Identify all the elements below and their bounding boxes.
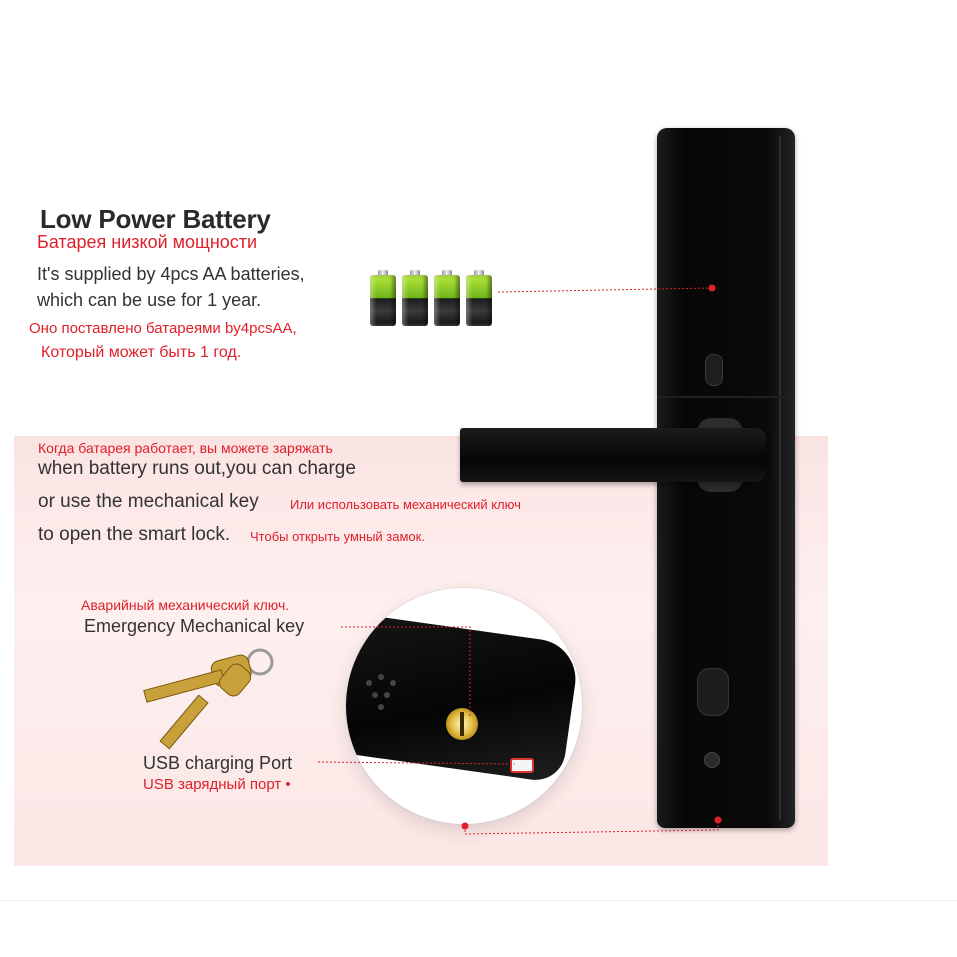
keyhole-icon <box>446 708 478 740</box>
title-en: Low Power Battery <box>40 204 271 234</box>
battery-icon <box>402 270 428 326</box>
battery-icon <box>466 270 492 326</box>
divider <box>0 900 957 901</box>
charge-ru-line3: Чтобы открыть умный замок. <box>250 529 425 544</box>
charge-ru-line1: Когда батарея работает, вы можете заряжа… <box>38 440 333 456</box>
key-label-ru: Аварийный механический ключ. <box>81 597 290 613</box>
usb-port-icon <box>510 758 534 773</box>
battery-desc-ru-line1: Оно поставлено батареями by4pcsAA, <box>29 320 297 337</box>
charge-en-line3: to open the smart lock. <box>38 524 231 545</box>
battery-desc-ru-line2: Который может быть 1 год. <box>41 344 242 361</box>
battery-desc-line2: which can be use for 1 year. <box>37 290 262 310</box>
key-icon <box>143 648 274 750</box>
battery-icon <box>434 270 460 326</box>
title-ru: Батарея низкой мощности <box>37 232 258 252</box>
battery-desc-line1: It's supplied by 4pcs AA batteries, <box>37 264 305 284</box>
screw <box>704 752 720 768</box>
charge-en-line2: or use the mechanical key <box>38 491 259 512</box>
charge-ru-line2: Или использовать механический ключ <box>290 497 521 512</box>
battery-group <box>370 270 498 326</box>
battery-icon <box>370 270 396 326</box>
charge-en-line1: when battery runs out,you can charge <box>38 458 356 479</box>
key-label-en: Emergency Mechanical key <box>84 616 305 636</box>
thumbturn <box>697 668 729 716</box>
usb-label-ru: USB зарядный порт • <box>143 776 291 793</box>
usb-label-en: USB charging Port <box>143 753 293 773</box>
door-handle <box>460 428 766 482</box>
fingerprint-reader <box>705 354 723 386</box>
